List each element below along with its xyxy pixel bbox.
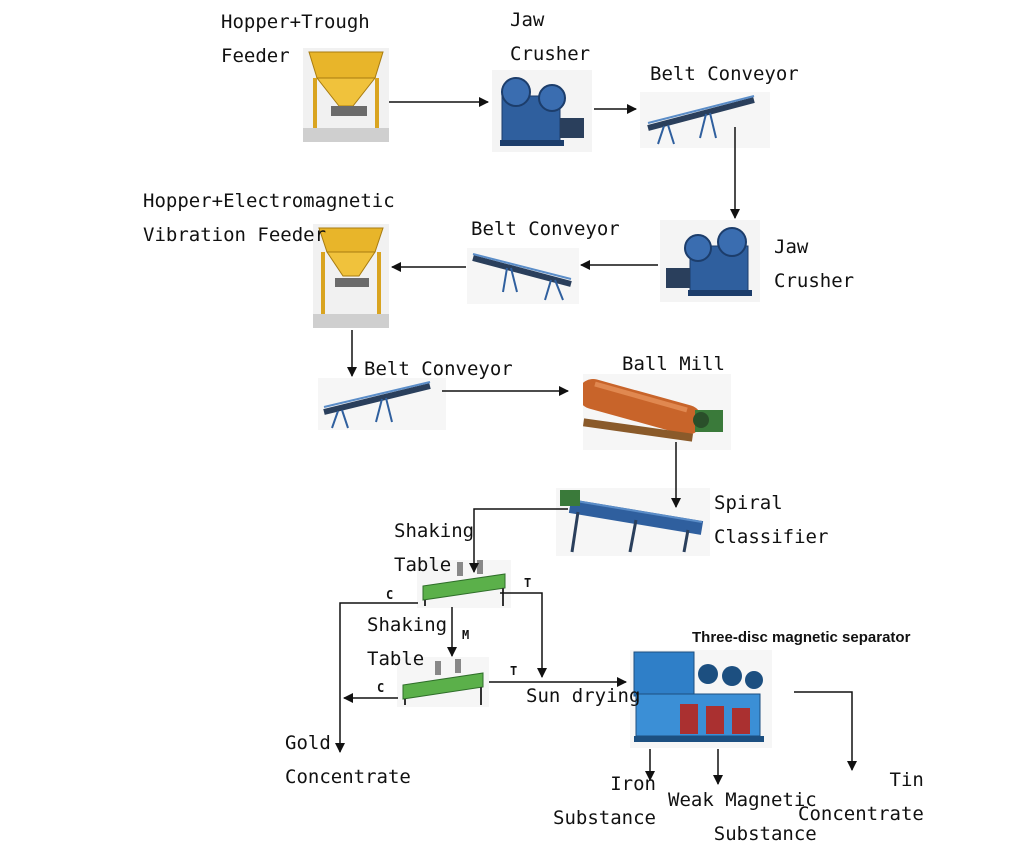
belt-conveyor-3-icon — [318, 378, 446, 430]
label-jaw-crusher-2: Jaw Crusher — [774, 236, 855, 292]
marker-m-table1: M — [462, 628, 470, 642]
shaking-table-2-icon — [397, 657, 489, 707]
label-sun-drying: Sun drying — [526, 685, 641, 707]
belt-conveyor-1-icon — [640, 92, 770, 148]
label-ball-mill: Ball Mill — [622, 353, 725, 375]
magnetic-separator-icon — [630, 650, 772, 748]
ball-mill-icon — [583, 374, 731, 450]
label-belt-conveyor-1: Belt Conveyor — [650, 63, 799, 85]
label-iron-substance: Iron Substance — [553, 773, 656, 829]
label-shaking-table-2: Shaking Table — [367, 614, 448, 670]
arrow-separator-to-tin — [794, 691, 857, 771]
label-belt-conveyor-2: Belt Conveyor — [471, 218, 620, 240]
arrow-classifier-to-table — [469, 508, 568, 573]
spiral-classifier-icon — [556, 488, 710, 556]
label-belt-conveyor-3: Belt Conveyor — [364, 358, 513, 380]
marker-t-table1: T — [524, 576, 532, 590]
label-jaw-crusher-1: Jaw Crusher — [510, 9, 591, 65]
belt-conveyor-2-icon — [467, 248, 579, 304]
hopper-vibration-feeder-icon — [313, 224, 389, 328]
jaw-crusher-1-icon — [492, 70, 592, 152]
label-hopper-vibration-feeder: Hopper+Electromagnetic Vibration Feeder — [143, 190, 395, 246]
marker-c-table1: C — [386, 588, 394, 602]
arrow-table1-to-gold — [335, 602, 418, 753]
label-shaking-table-1: Shaking Table — [394, 520, 475, 576]
jaw-crusher-2-icon — [660, 220, 760, 302]
label-tin-concentrate: Tin Concentrate — [798, 769, 924, 825]
label-spiral-classifier: Spiral Classifier — [714, 492, 829, 548]
marker-t-table2: T — [510, 664, 518, 678]
hopper-trough-feeder-icon — [303, 48, 389, 142]
label-gold-concentrate: Gold Concentrate — [285, 732, 411, 788]
shaking-table-1-icon — [417, 560, 511, 608]
label-hopper-trough-feeder: Hopper+Trough Feeder — [221, 11, 370, 67]
label-weak-magnetic-substance: Weak Magnetic Substance — [668, 789, 817, 845]
label-magnetic-separator: Three-disc magnetic separator — [692, 629, 911, 646]
arrow-table1-tail — [500, 592, 547, 678]
marker-c-table2: C — [377, 681, 385, 695]
